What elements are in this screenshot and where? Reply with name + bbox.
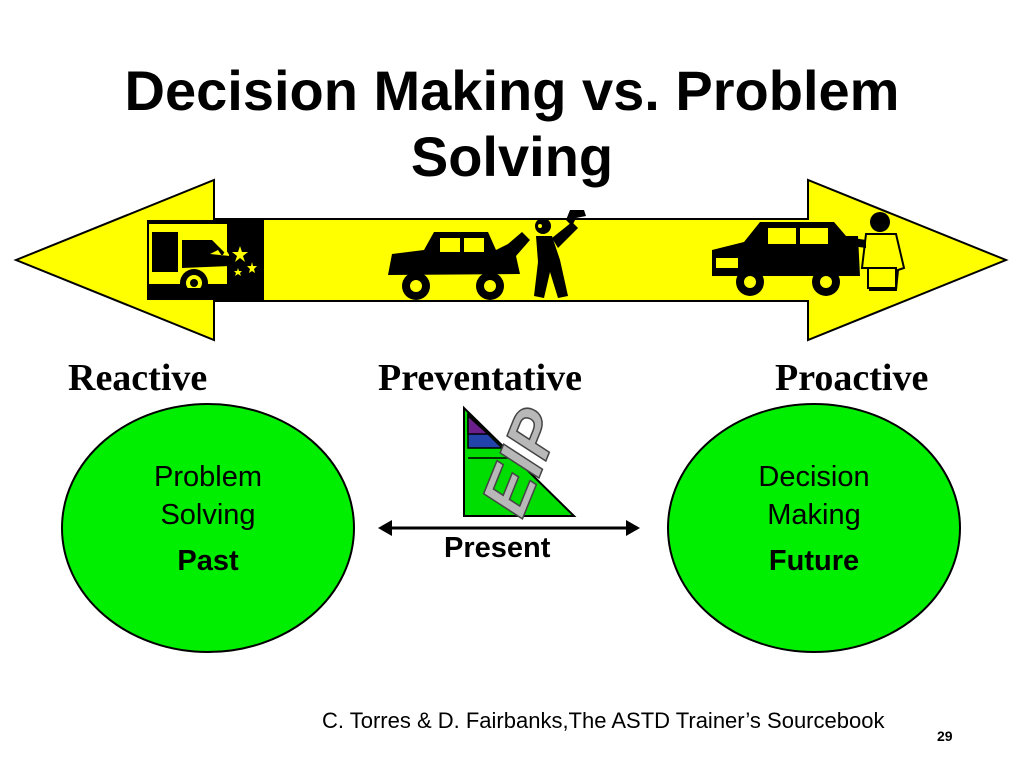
problem-solving-text: Problem Solving Past xyxy=(108,458,308,580)
label-proactive: Proactive xyxy=(775,356,928,400)
decision-making-line2: Making xyxy=(714,496,914,534)
decision-making-text: Decision Making Future xyxy=(714,458,914,580)
decision-making-line1: Decision xyxy=(714,458,914,496)
label-reactive: Reactive xyxy=(68,356,207,400)
present-label: Present xyxy=(444,532,550,565)
eip-logo-icon: EIP xyxy=(464,398,575,525)
past-label: Past xyxy=(108,542,308,580)
label-preventative: Preventative xyxy=(378,356,582,400)
citation: C. Torres & D. Fairbanks,The ASTD Traine… xyxy=(322,708,884,734)
crashed-car-icon xyxy=(147,220,264,300)
future-label: Future xyxy=(714,542,914,580)
problem-solving-line2: Solving xyxy=(108,496,308,534)
page-number: 29 xyxy=(937,728,953,744)
problem-solving-line1: Problem xyxy=(108,458,308,496)
